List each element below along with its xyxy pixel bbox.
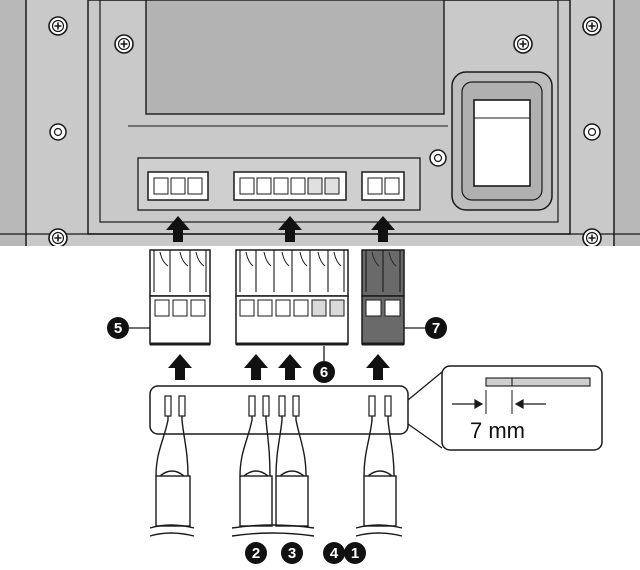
wire-bundle-frame xyxy=(149,385,409,435)
mounting-hole-icon xyxy=(429,149,447,167)
callout-label: 7 xyxy=(432,320,440,337)
callout-label: 2 xyxy=(252,545,260,562)
callout-circle-icon: 5 xyxy=(107,317,129,339)
callout-circle-icon: 3 xyxy=(281,542,303,564)
screw-icon xyxy=(582,228,602,248)
screw-icon xyxy=(582,16,602,36)
screw-icon xyxy=(48,16,68,36)
callout-label: 1 xyxy=(351,545,359,562)
wire-tips xyxy=(164,395,392,417)
strip-length-detail: 7 mm xyxy=(407,365,603,451)
screw-icon xyxy=(48,228,68,248)
callout-label: 5 xyxy=(114,320,122,337)
cable-group xyxy=(149,398,403,537)
callout-circle-icon: 1 xyxy=(344,542,366,564)
callout-circle-icon: 4 xyxy=(323,542,345,564)
callout-circle-icon: 6 xyxy=(313,361,335,383)
socket-2pin xyxy=(361,171,405,201)
callout-circle-icon: 2 xyxy=(245,542,267,564)
callout-label: 4 xyxy=(330,545,339,562)
socket-6pin xyxy=(233,171,347,201)
strip-length-label: 7 mm xyxy=(470,418,525,443)
screw-icon xyxy=(114,34,134,54)
screw-icon xyxy=(513,34,533,54)
power-switch xyxy=(451,71,553,211)
callout-label: 3 xyxy=(288,545,296,562)
plug-6pin xyxy=(235,249,349,346)
socket-3pin xyxy=(147,171,209,201)
mounting-hole-icon xyxy=(49,123,67,141)
callout-circle-icon: 7 xyxy=(425,317,447,339)
plug-2pin xyxy=(361,249,405,346)
mounting-hole-icon xyxy=(583,123,601,141)
plug-3pin xyxy=(149,249,211,346)
callout-label: 6 xyxy=(320,364,328,381)
